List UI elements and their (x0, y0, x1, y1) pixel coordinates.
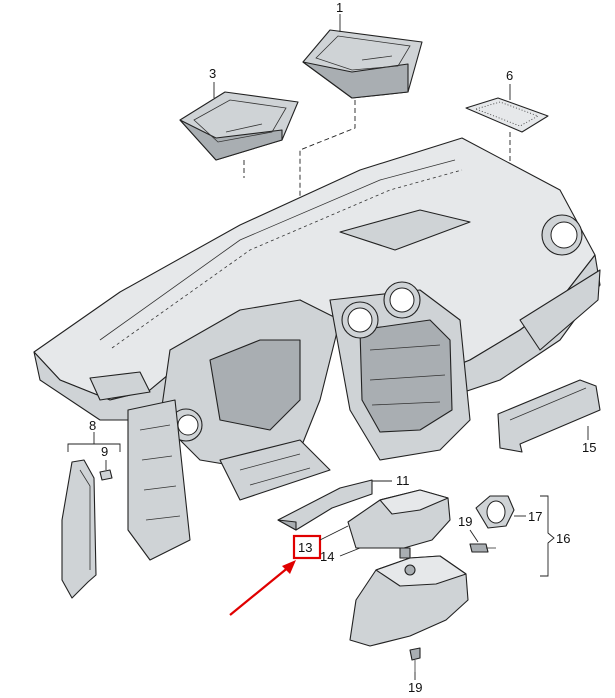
part-3-storage-tray (179, 91, 299, 161)
callout-3: 3 (209, 66, 216, 81)
part-17-switch-ring (475, 495, 515, 529)
part-11-trim-strip (277, 479, 373, 531)
part-13-highlight: 13 (229, 534, 322, 616)
callout-11: 11 (396, 473, 410, 488)
callout-13: 13 (298, 540, 312, 555)
callout-8: 8 (89, 418, 96, 433)
callout-16: 16 (556, 531, 570, 546)
part-9-clip (99, 469, 113, 481)
part-19-screw-lower (409, 647, 421, 672)
callout-19-lower: 19 (408, 680, 422, 695)
part-8-side-panel (61, 459, 97, 599)
part-15-bracket (497, 379, 601, 453)
callout-15: 15 (582, 440, 596, 455)
part-lower-column-shroud (349, 555, 469, 647)
part-1-storage-compartment (302, 29, 423, 99)
callout-14: 14 (320, 549, 334, 564)
part-6-speaker-grille (465, 97, 549, 133)
part-nut (399, 547, 411, 559)
part-19-screw-upper (469, 543, 496, 553)
callout-6: 6 (506, 68, 513, 83)
callout-19-upper: 19 (458, 514, 472, 529)
callout-9: 9 (101, 444, 108, 459)
dashboard-main-body (33, 137, 601, 561)
part-14-upper-column-shroud (347, 489, 451, 549)
callout-17: 17 (528, 509, 542, 524)
callout-1: 1 (336, 0, 343, 15)
